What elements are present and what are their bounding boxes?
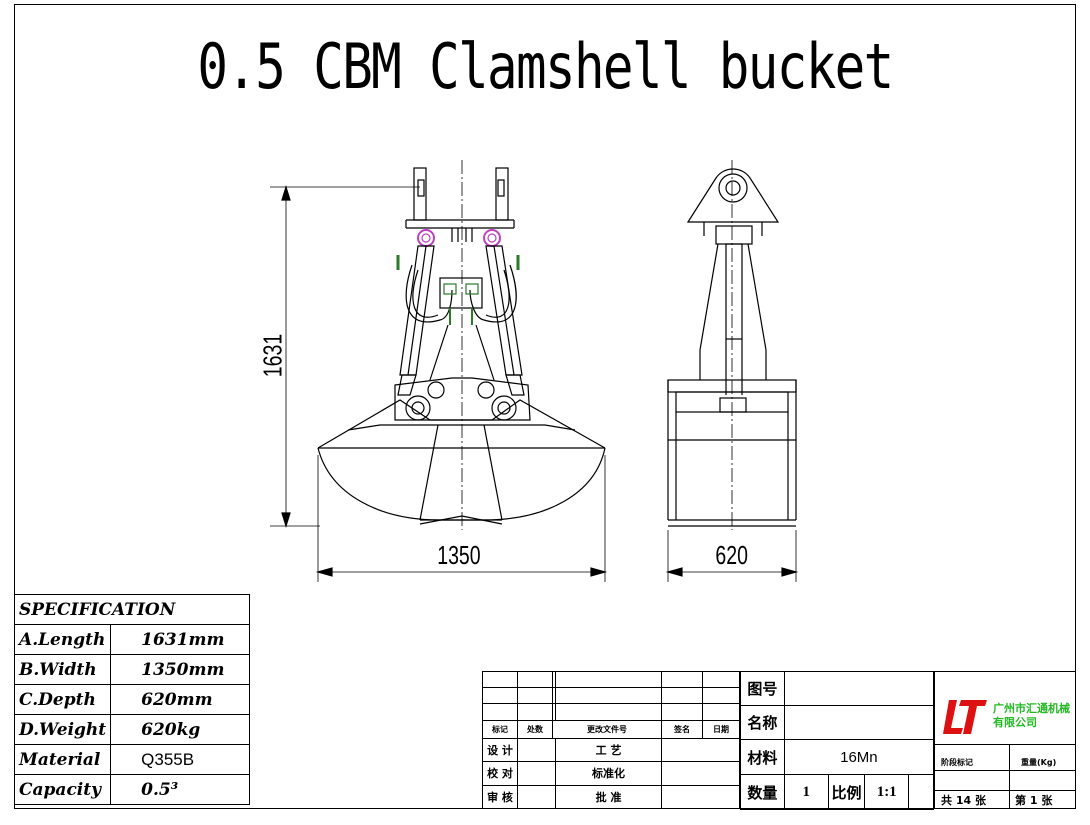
sign-label: 批 准 [555,784,662,810]
drawing-no-label: 图号 [740,671,785,706]
company-block: 广州市汇通机械有限公司 阶段标记 重量(Kg) 共 14 张 第 1 张 [934,671,1076,809]
height-dimension: 1631 [257,333,288,378]
company-logo [941,696,989,736]
material-label: 材料 [740,739,785,775]
revision-grid: 标记 处数 更改文件号 签名 日期 设 计 工 艺 校 对 标准化 审 核 批 … [482,670,740,810]
drawing-title: 0.5 CBM Clamshell bucket [197,30,894,103]
spec-value: 1631mm [110,624,251,655]
spec-value: 620kg [110,714,251,745]
width-dimension: 1350 [437,540,481,570]
sign-label: 审 核 [482,784,518,810]
spec-heading: SPECIFICATION [13,594,251,625]
spec-label: A.Length [13,624,112,655]
drawing-info-block: 图号 名称 材料 16Mn 数量 1 比例 1:1 [740,671,935,810]
spec-value: 0.5³ [110,774,251,805]
specification-table: SPECIFICATION A.Length 1631mm B.Width 13… [13,594,251,805]
spec-label: Material [13,744,112,775]
depth-dimension: 620 [715,540,748,570]
scale-value: 1:1 [864,774,910,810]
side-view [665,160,799,582]
quantity-label: 数量 [740,774,785,810]
spec-value: Q355B [110,744,251,775]
rev-header: 更改文件号 [552,719,662,739]
stage-label: 阶段标记 [941,758,973,767]
sign-label: 工 艺 [555,737,662,763]
sheets-total: 共 14 张 [941,794,986,807]
spec-label: D.Weight [13,714,112,745]
sign-label: 标准化 [555,761,662,786]
spec-label: Capacity [13,774,112,805]
rev-header: 签名 [661,719,703,739]
spec-label: C.Depth [13,684,112,715]
material-value: 16Mn [783,739,935,775]
rev-header: 标记 [482,719,518,739]
quantity-value: 1 [783,774,829,810]
weight-label: 重量(Kg) [1021,758,1057,767]
drawing-frame [14,4,1076,809]
company-name: 广州市汇通机械有限公司 [993,702,1070,729]
front-view [270,160,608,582]
spec-label: B.Width [13,654,112,685]
rev-header: 处数 [517,719,553,739]
sign-label: 设 计 [482,737,518,763]
sheet-number: 第 1 张 [1015,794,1053,807]
name-label: 名称 [740,705,785,740]
scale-label: 比例 [827,774,866,810]
rev-header: 日期 [702,719,740,739]
spec-value: 620mm [110,684,251,715]
spec-value: 1350mm [110,654,251,685]
sign-label: 校 对 [482,761,518,786]
